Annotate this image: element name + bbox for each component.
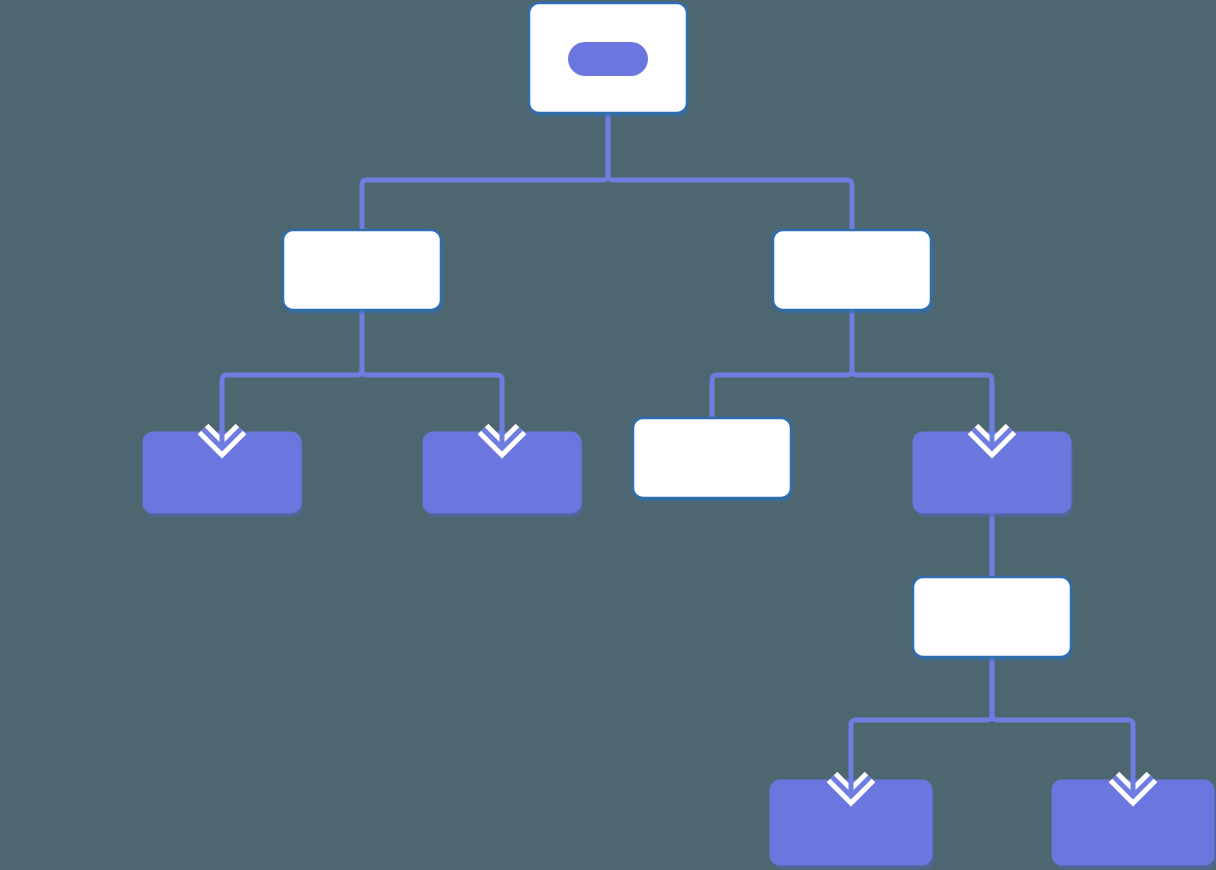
node-surface[interactable] — [631, 416, 793, 500]
branch-node-left[interactable] — [281, 228, 443, 314]
edge-layer — [219, 76, 1136, 796]
node-surface[interactable] — [281, 228, 443, 312]
leaf-node-a[interactable] — [142, 431, 303, 517]
arrow-layer — [197, 406, 1158, 807]
node-surface[interactable] — [771, 228, 933, 312]
edge-sub-branch-to-leaf-e — [989, 657, 1136, 796]
root-node[interactable] — [527, 1, 689, 117]
leaf-node-d[interactable] — [769, 779, 934, 869]
node-surface[interactable] — [911, 575, 1073, 659]
edge-sub-branch-to-leaf-d — [848, 657, 995, 796]
leaf-node-c[interactable] — [631, 416, 793, 502]
node-pill-badge — [568, 42, 648, 76]
edge-root-to-right-branch — [605, 113, 855, 230]
edge-left-branch-to-leaf-a — [219, 310, 365, 448]
leaf-node-e[interactable] — [1051, 779, 1216, 869]
edge-left-branch-to-leaf-b — [359, 310, 505, 448]
edge-right-branch-to-deep-branch — [849, 310, 995, 448]
branch-node-right[interactable] — [771, 228, 933, 314]
branch-node-deep[interactable] — [912, 431, 1073, 517]
node-layer — [142, 1, 1216, 869]
sub-branch-node[interactable] — [911, 575, 1073, 661]
leaf-node-b[interactable] — [422, 431, 583, 517]
edge-right-branch-to-leaf-c — [709, 310, 855, 418]
